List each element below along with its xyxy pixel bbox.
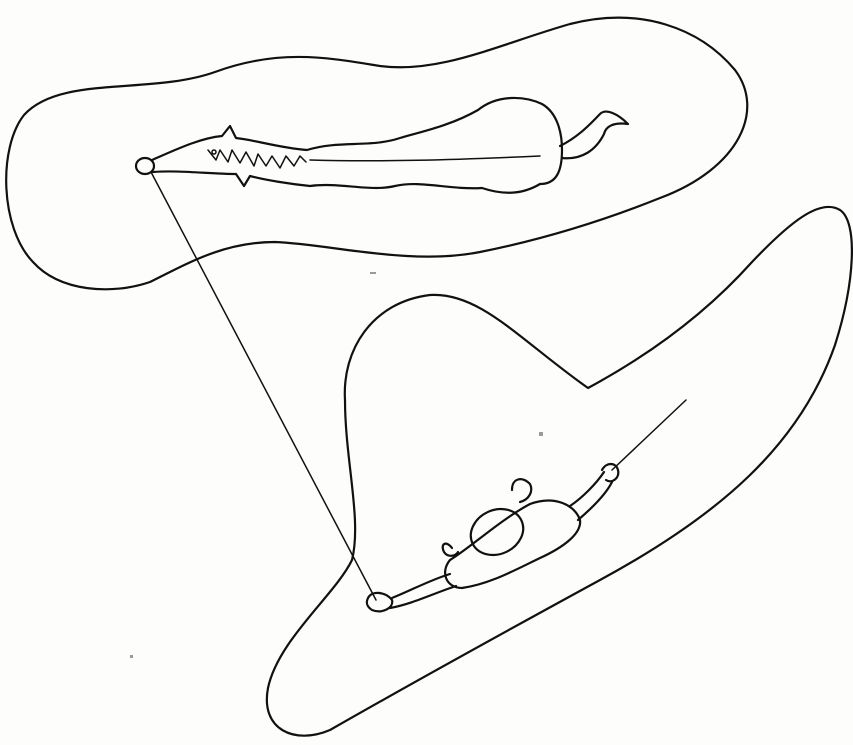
handler-torso bbox=[445, 501, 580, 588]
horse-body bbox=[152, 98, 562, 193]
handler-right-shoulder bbox=[512, 479, 531, 502]
paper-speck bbox=[539, 432, 543, 436]
horse bbox=[136, 98, 628, 193]
horse-mane bbox=[208, 150, 306, 168]
horse-eye bbox=[212, 150, 216, 154]
paper-speck bbox=[130, 655, 133, 658]
handler-zone-outline bbox=[267, 207, 852, 736]
lunge-line bbox=[151, 172, 376, 600]
horse-spine bbox=[310, 156, 540, 161]
horse-tail bbox=[560, 112, 628, 159]
paper-speck bbox=[370, 272, 376, 274]
lunge-whip bbox=[612, 400, 686, 470]
handler-left-hand bbox=[367, 593, 392, 611]
handler bbox=[367, 464, 619, 611]
handler-left-shoulder bbox=[443, 544, 458, 556]
horse-zone-outline bbox=[6, 18, 747, 290]
